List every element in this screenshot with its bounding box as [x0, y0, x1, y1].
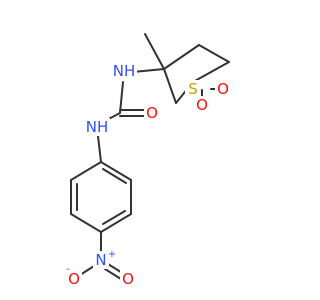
o-nitro-double-bg: [120, 270, 136, 288]
molecule-canvas: NH O NH S O O N + O - O: [66, 33, 231, 288]
atom-labels: NH O NH S O O N + O - O: [66, 62, 231, 288]
bond-ring-c2-c3: [163, 68, 177, 104]
bond-nh-carbonyl: [119, 81, 124, 114]
bond-nitro-single: [79, 265, 95, 276]
o-nitro-double-label: O: [122, 270, 134, 288]
s-bg: [185, 80, 201, 98]
o-sulfonyl-1-label: O: [196, 96, 208, 114]
bond-nitro-double-2: [104, 268, 122, 280]
o-nitro-minus-label: O: [68, 270, 80, 288]
n-nitro-bg: [93, 251, 109, 269]
o-nitro-minus-charge: -: [66, 264, 70, 275]
bond-ring-c3-c4: [163, 44, 200, 70]
o-sulfonyl-2-bg: [215, 80, 231, 98]
bond-benzene-6: [70, 161, 102, 181]
bond-benzene-1: [100, 161, 132, 181]
o-carbonyl-label: O: [146, 104, 158, 122]
nh-lower-bg: [86, 118, 110, 136]
o-sulfonyl-2-label: O: [217, 80, 229, 98]
n-nitro-charge: +: [108, 249, 116, 260]
bond-benzene-4: [70, 213, 102, 233]
s-label: S: [188, 80, 198, 98]
nh-upper-bg: [113, 62, 137, 80]
bond-methyl: [144, 33, 165, 70]
bond-nh-ring: [97, 135, 102, 163]
bonds: [70, 33, 230, 280]
molecule-structure: NH O NH S O O N + O - O: [66, 33, 231, 288]
bond-benzene-inner-1: [102, 168, 127, 184]
bond-ring-c5-s: [192, 61, 230, 83]
nh-lower-label: NH: [86, 118, 109, 136]
o-nitro-minus-bg: [66, 270, 82, 288]
bond-benzene-inner-2: [102, 210, 126, 225]
bond-ring-c4-c5: [198, 44, 230, 63]
n-nitro-label: N: [95, 251, 106, 269]
bond-c3-nh: [132, 68, 165, 73]
o-sulfonyl-1-bg: [194, 96, 210, 114]
bond-benzene-3: [100, 213, 132, 233]
nh-upper-label: NH: [113, 62, 136, 80]
o-carbonyl-bg: [144, 104, 160, 122]
